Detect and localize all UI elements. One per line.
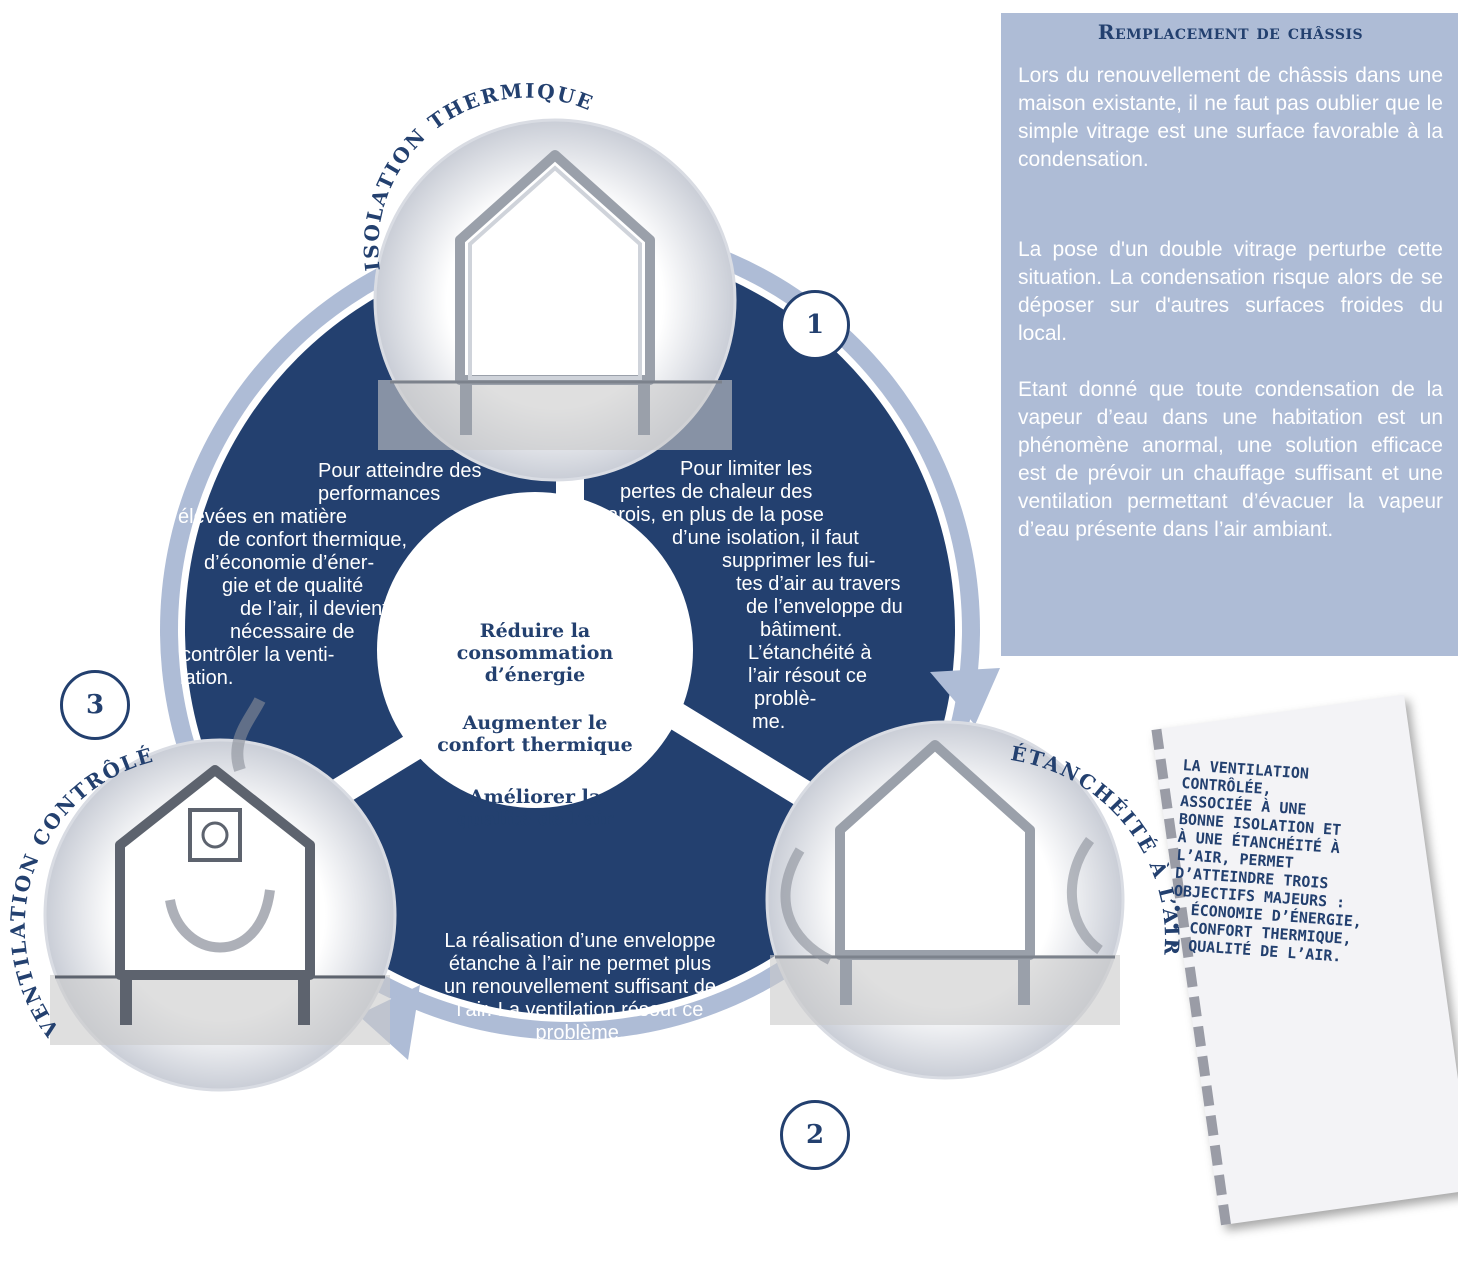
sidebar-paragraph-1: Lors du renouvellement de châssis dans u… <box>1018 64 1443 171</box>
house-etancheite-illustration <box>765 720 1125 1080</box>
sidebar-paragraph-2: La pose d'un double vitrage perturbe cet… <box>1018 238 1443 345</box>
number-3-badge: 3 <box>60 670 130 740</box>
center-circle <box>377 492 693 808</box>
segment-bottom-text: La réalisation d’une enveloppe étanche à… <box>443 930 717 1044</box>
segment-right-text: Pour limiter les pertes de chaleur des p… <box>596 458 903 733</box>
segment-left-text: Pour atteindre des performances élevées … <box>178 460 482 689</box>
goal-reduce-energy: Réduire la consommation d’énergie <box>456 620 614 686</box>
sidebar-title: Remplacement de châssis <box>1097 20 1364 44</box>
sidebar-box <box>1001 13 1458 656</box>
house-ventilation-illustration <box>43 697 397 1092</box>
number-1-badge: 1 <box>780 290 850 360</box>
house-isolation-illustration <box>373 118 737 482</box>
arrow-right <box>930 668 1000 725</box>
notepad-text: LA VENTILATION CONTRÔLÉE, ASSOCIÉE À UNE… <box>1169 755 1363 966</box>
number-2-badge: 2 <box>780 1100 850 1170</box>
goal-comfort: Augmenter le confort thermique <box>437 712 633 756</box>
goal-air-quality: Améliorer la qualité de l’air <box>456 786 614 830</box>
sidebar-paragraph-3: Etant donné que toute condensation de la… <box>1018 378 1443 541</box>
